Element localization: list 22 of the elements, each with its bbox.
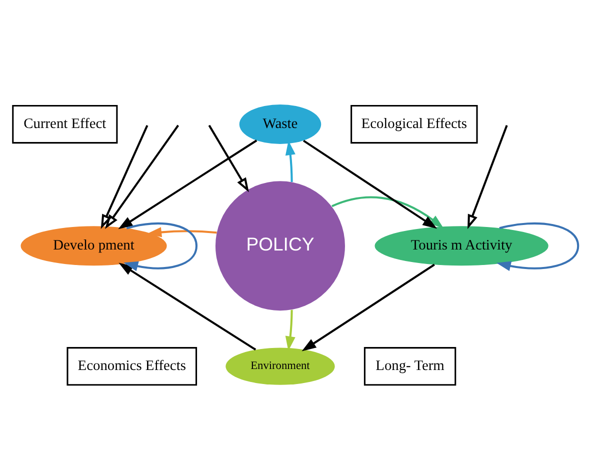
arrow [100, 124, 148, 230]
arrow [332, 196, 444, 228]
node-ellipse: Touris m Activity [374, 226, 548, 266]
arrow [285, 310, 296, 351]
arrow [285, 140, 296, 182]
arrow [302, 264, 435, 352]
arrow [118, 262, 256, 351]
arrow [303, 140, 438, 229]
node-box: Ecological Effects [350, 104, 478, 144]
arrow [496, 222, 580, 272]
arrow [208, 124, 249, 192]
arrow [118, 140, 258, 230]
node-box: Current Effect [12, 104, 118, 144]
node-box: Long- Term [364, 347, 456, 386]
arrow [124, 222, 198, 272]
arrow [468, 125, 508, 230]
arrow [147, 227, 217, 238]
arrow [100, 124, 180, 230]
node-box: Economics Effects [66, 347, 198, 386]
node-circle: POLICY [215, 181, 345, 311]
node-ellipse: Waste [239, 104, 322, 144]
node-ellipse: Environment [226, 348, 335, 385]
